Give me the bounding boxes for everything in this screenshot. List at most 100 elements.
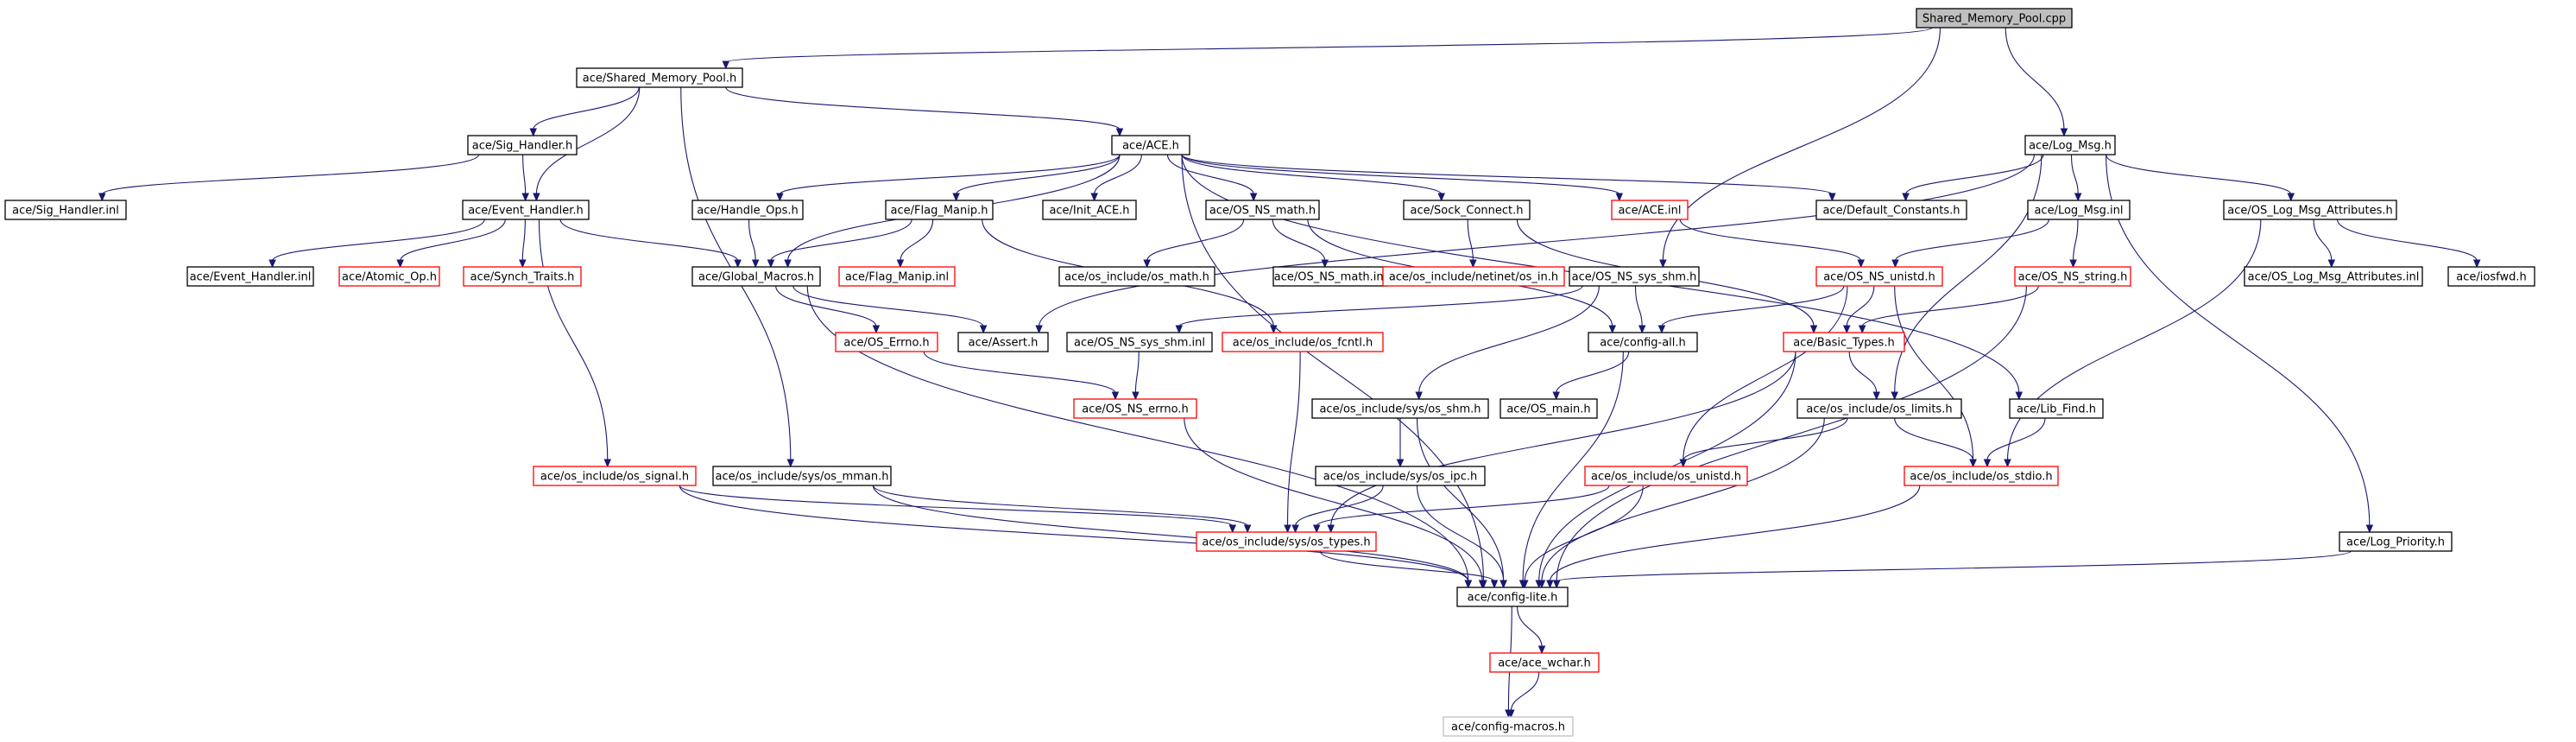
node-sock-connect-h[interactable]: ace/Sock_Connect.h xyxy=(1403,200,1531,220)
node-label: ace/config-lite.h xyxy=(1468,592,1558,605)
node-os-include-sys-os-ipc-h[interactable]: ace/os_include/sys/os_ipc.h xyxy=(1315,466,1486,486)
node-os-include-os-stdio-h[interactable]: ace/os_include/os_stdio.h xyxy=(1904,466,2059,486)
node-assert-h[interactable]: ace/Assert.h xyxy=(957,332,1049,352)
node-box xyxy=(1796,398,1962,419)
edge-log-msg-h-to-log-priority-h xyxy=(2106,154,2374,534)
edge-basic-types-h-to-os-include-os-limits-h xyxy=(1848,351,1880,401)
node-os-include-os-signal-h[interactable]: ace/os_include/os_signal.h xyxy=(533,466,697,486)
node-flag-manip-inl[interactable]: ace/Flag_Manip.inl xyxy=(838,266,956,287)
node-sig-handler-inl[interactable]: ace/Sig_Handler.inl xyxy=(4,200,127,220)
edge-flag-manip-h-to-flag-manip-inl xyxy=(896,219,934,269)
node-iosfwd-h[interactable]: ace/iosfwd.h xyxy=(2447,266,2535,287)
edge-ace-h-to-init-ace-h xyxy=(1090,154,1142,202)
edge-ace-inl-to-os-ns-unistd-h xyxy=(1679,219,1865,269)
node-os-include-os-limits-h[interactable]: ace/os_include/os_limits.h xyxy=(1796,398,1962,419)
node-os-ns-math-h[interactable]: ace/OS_NS_math.h xyxy=(1205,200,1320,220)
node-event-handler-h[interactable]: ace/Event_Handler.h xyxy=(462,200,590,220)
node-flag-manip-h[interactable]: ace/Flag_Manip.h xyxy=(885,200,994,220)
edge-os-ns-unistd-h-to-basic-types-h xyxy=(1843,285,1875,334)
node-label: ace/os_include/os_limits.h xyxy=(1806,403,1952,416)
node-os-log-msg-attributes-h[interactable]: ace/OS_Log_Msg_Attributes.h xyxy=(2223,200,2397,220)
node-config-all-h[interactable]: ace/config-all.h xyxy=(1588,332,1698,352)
edge-ace-h-to-ace-inl xyxy=(1181,154,1624,202)
node-box xyxy=(835,332,938,352)
node-label: ace/os_include/sys/os_shm.h xyxy=(1319,403,1481,416)
node-label: ace/Sig_Handler.inl xyxy=(12,205,119,218)
node-default-constants-h[interactable]: ace/Default_Constants.h xyxy=(1815,200,1967,220)
node-label: ace/config-macros.h xyxy=(1451,721,1565,734)
node-os-include-sys-os-shm-h[interactable]: ace/os_include/sys/os_shm.h xyxy=(1311,398,1489,419)
edge-os-log-msg-attributes-h-to-os-include-os-stdio-h xyxy=(2004,219,2262,468)
node-label: ace/Log_Msg.h xyxy=(2029,140,2112,153)
edge-os-errno-h-to-os-ns-errno-h xyxy=(923,351,1120,401)
node-init-ace-h[interactable]: ace/Init_ACE.h xyxy=(1042,200,1137,220)
node-os-include-netinet-os-in-h[interactable]: ace/os_include/netinet/os_in.h xyxy=(1382,266,1565,287)
node-os-include-os-math-h[interactable]: ace/os_include/os_math.h xyxy=(1058,266,1215,287)
node-ace-h[interactable]: ace/ACE.h xyxy=(1111,135,1190,155)
node-box xyxy=(1916,8,2073,29)
node-log-priority-h[interactable]: ace/Log_Priority.h xyxy=(2339,531,2453,552)
edge-os-include-sys-os-mman-h-to-config-lite-h xyxy=(872,485,1473,589)
node-synch-traits-h[interactable]: ace/Synch_Traits.h xyxy=(463,266,582,287)
node-box xyxy=(1500,398,1598,419)
edge-os-include-os-limits-h-to-config-lite-h xyxy=(1537,417,1825,589)
node-os-include-sys-os-mman-h[interactable]: ace/os_include/sys/os_mman.h xyxy=(712,466,892,486)
node-os-include-sys-os-types-h[interactable]: ace/os_include/sys/os_types.h xyxy=(1196,531,1377,552)
node-handle-ops-h[interactable]: ace/Handle_Ops.h xyxy=(691,200,804,220)
node-os-ns-sys-shm-h[interactable]: ace/OS_NS_sys_shm.h xyxy=(1569,266,1700,287)
node-os-ns-unistd-h[interactable]: ace/OS_NS_unistd.h xyxy=(1815,266,1943,287)
node-label: ace/Basic_Types.h xyxy=(1793,337,1894,350)
edge-os-include-sys-os-shm-h-to-os-include-sys-os-ipc-h xyxy=(1396,418,1405,468)
node-sig-handler-h[interactable]: ace/Sig_Handler.h xyxy=(467,135,578,155)
node-label: ace/os_include/sys/os_mman.h xyxy=(716,471,889,484)
node-label: ace/Event_Handler.h xyxy=(468,205,584,218)
edge-log-msg-h-to-os-log-msg-attributes-h xyxy=(2106,154,2295,202)
node-box xyxy=(338,266,440,287)
edge-shared-memory-pool-cpp-to-log-msg-h xyxy=(2005,27,2068,137)
edge-log-msg-h-to-assert-h xyxy=(1035,154,2035,334)
node-label: ace/config-all.h xyxy=(1600,337,1686,350)
edge-os-include-os-fcntl-h-to-os-include-sys-os-types-h xyxy=(1284,351,1301,534)
node-label: ace/os_include/os_unistd.h xyxy=(1591,471,1741,484)
edge-os-ns-unistd-h-to-os-include-os-stdio-h xyxy=(1894,285,1977,468)
node-atomic-op-h[interactable]: ace/Atomic_Op.h xyxy=(338,266,440,287)
node-log-msg-h[interactable]: ace/Log_Msg.h xyxy=(2024,135,2116,155)
node-box xyxy=(2014,266,2131,287)
node-label: ace/OS_main.h xyxy=(1506,403,1590,416)
edge-os-ns-unistd-h-to-os-include-os-unistd-h xyxy=(1679,285,1848,468)
node-box xyxy=(1073,398,1197,419)
node-shared-memory-pool-cpp[interactable]: Shared_Memory_Pool.cpp xyxy=(1916,8,2073,29)
node-config-lite-h[interactable]: ace/config-lite.h xyxy=(1456,587,1569,607)
node-os-ns-sys-shm-inl[interactable]: ace/OS_NS_sys_shm.inl xyxy=(1066,332,1213,352)
node-box xyxy=(691,200,804,220)
edge-event-handler-h-to-global-macros-h xyxy=(559,219,742,269)
node-box xyxy=(1815,266,1943,287)
node-os-include-os-unistd-h[interactable]: ace/os_include/os_unistd.h xyxy=(1584,466,1748,486)
edge-config-lite-h-to-ace-wchar-h xyxy=(1517,606,1546,655)
node-ace-inl[interactable]: ace/ACE.inl xyxy=(1611,200,1689,220)
node-os-errno-h[interactable]: ace/OS_Errno.h xyxy=(835,332,938,352)
edge-ace-wchar-h-to-config-macros-h xyxy=(1507,671,1540,719)
node-basic-types-h[interactable]: ace/Basic_Types.h xyxy=(1783,332,1905,352)
node-label: ace/Lib_Find.h xyxy=(2017,403,2096,416)
node-config-macros-h[interactable]: ace/config-macros.h xyxy=(1443,716,1574,737)
node-shared-memory-pool-h[interactable]: ace/Shared_Memory_Pool.h xyxy=(576,67,743,88)
edge-ace-h-to-flag-manip-h xyxy=(952,154,1121,202)
node-label: ace/Sig_Handler.h xyxy=(472,140,572,153)
edge-shared-memory-pool-cpp-to-shared-memory-pool-h xyxy=(722,27,1933,70)
node-label: ace/Flag_Manip.h xyxy=(891,205,988,218)
node-event-handler-inl[interactable]: ace/Event_Handler.inl xyxy=(186,266,314,287)
node-os-include-os-fcntl-h[interactable]: ace/os_include/os_fcntl.h xyxy=(1222,332,1384,352)
node-os-ns-errno-h[interactable]: ace/OS_NS_errno.h xyxy=(1073,398,1197,419)
node-log-msg-inl[interactable]: ace/Log_Msg.inl xyxy=(2027,200,2131,220)
node-ace-wchar-h[interactable]: ace/ace_wchar.h xyxy=(1489,652,1600,673)
edge-lib-find-h-to-os-include-os-stdio-h xyxy=(1983,417,2046,468)
node-os-ns-math-inl[interactable]: ace/OS_NS_math.inl xyxy=(1272,266,1388,287)
edge-event-handler-h-to-synch-traits-h xyxy=(519,219,527,269)
node-os-log-msg-attributes-inl[interactable]: ace/OS_Log_Msg_Attributes.inl xyxy=(2244,266,2423,287)
node-os-main-h[interactable]: ace/OS_main.h xyxy=(1500,398,1598,419)
node-lib-find-h[interactable]: ace/Lib_Find.h xyxy=(2009,398,2104,419)
node-os-ns-string-h[interactable]: ace/OS_NS_string.h xyxy=(2014,266,2131,287)
node-global-macros-h[interactable]: ace/Global_Macros.h xyxy=(691,266,821,287)
